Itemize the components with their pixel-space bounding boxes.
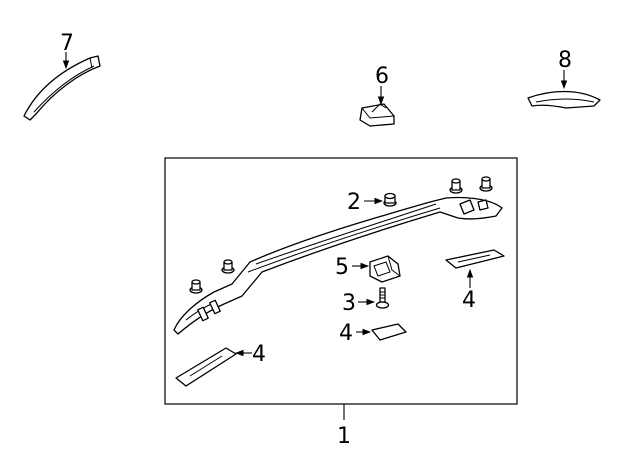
- pad-right-part: [445, 249, 505, 269]
- callout-pad-small: 4: [339, 321, 353, 346]
- rail-studs: [189, 176, 493, 294]
- callout-rear-cover: 8: [558, 48, 572, 73]
- pad-left-part: [175, 347, 237, 387]
- callout-bolt: 3: [342, 291, 356, 316]
- nut-part: [383, 192, 397, 207]
- callout-pad-left: 4: [252, 342, 266, 367]
- clip-part: [359, 103, 395, 127]
- bracket-part: [369, 255, 401, 283]
- callout-bracket: 5: [335, 255, 349, 280]
- pad-small-part: [371, 323, 407, 341]
- callout-pad-right: 4: [462, 288, 476, 313]
- callout-assembly: 1: [337, 424, 351, 449]
- bolt-part: [375, 287, 390, 309]
- roof-rail-part: [173, 196, 503, 335]
- assembly-frame: [164, 157, 518, 405]
- callout-nut: 2: [347, 190, 361, 215]
- rear-cover-part: [527, 90, 601, 109]
- callout-clip: 6: [375, 64, 389, 89]
- front-cover-part: [23, 55, 101, 121]
- callout-front-cover: 7: [60, 31, 74, 56]
